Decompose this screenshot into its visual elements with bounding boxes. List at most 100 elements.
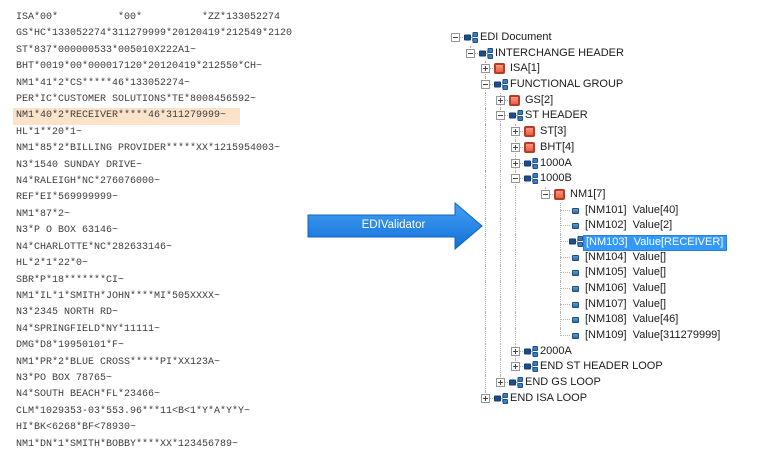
tree-node[interactable]: [NM107] Value[] xyxy=(450,296,760,313)
tree-node-label[interactable]: [NM109] Value[311279999] xyxy=(585,329,721,342)
tree-node-label[interactable]: [NM104] Value[] xyxy=(585,250,667,263)
tree-node[interactable]: 2000A xyxy=(450,343,760,360)
tree-node[interactable]: [NM102] Value[2] xyxy=(450,218,760,234)
edi-line: NM1*85*2*BILLING PROVIDER*****XX*1215954… xyxy=(16,143,281,155)
tree-node[interactable]: [NM103] Value[RECEIVER] xyxy=(450,233,760,251)
segment-icon xyxy=(524,126,535,138)
expand-icon[interactable] xyxy=(511,127,520,137)
loop-icon xyxy=(524,173,538,185)
expand-icon[interactable] xyxy=(496,95,505,105)
tree-node-label[interactable]: EDI Document xyxy=(480,31,552,43)
tree-node-label[interactable]: 1000B xyxy=(540,172,572,185)
tree-guide-line xyxy=(560,335,570,337)
collapse-icon[interactable] xyxy=(466,48,475,58)
collapse-icon[interactable] xyxy=(451,33,460,42)
tree-guide-line xyxy=(500,139,501,156)
edi-line: N3*2345 NORTH RD~ xyxy=(16,307,119,319)
expand-icon[interactable] xyxy=(496,378,505,388)
tree-node-label[interactable]: 2000A xyxy=(540,344,572,357)
element-icon xyxy=(572,223,579,230)
tree-guide-line xyxy=(560,319,570,321)
tree-guide-line xyxy=(515,281,516,297)
tree-node-label[interactable]: END GS LOOP xyxy=(525,376,601,389)
tree-node[interactable]: [NM104] Value[] xyxy=(450,249,760,266)
tree-guide-line xyxy=(485,171,486,187)
tree-guide-line xyxy=(470,52,480,54)
tree-guide-line xyxy=(515,249,516,266)
tree-guide-line xyxy=(500,218,501,234)
tree-guide-line xyxy=(560,256,570,258)
tree-guide-line xyxy=(500,171,501,187)
tree-node[interactable]: EDI Document xyxy=(450,30,760,46)
expand-icon[interactable] xyxy=(511,362,520,372)
tree-node[interactable]: END ISA LOOP xyxy=(450,390,760,407)
edi-line-highlighted: NM1*40*2*RECEIVER*****46*311279999~ xyxy=(13,108,241,125)
tree-guide-line xyxy=(485,328,486,344)
collapse-icon[interactable] xyxy=(496,111,505,121)
tree-node-label[interactable]: ST[3] xyxy=(540,125,567,138)
tree-guide-line xyxy=(485,108,486,125)
tree-node[interactable]: BHT[4] xyxy=(450,139,760,156)
tree-guide-line xyxy=(485,139,486,156)
tree-node-label[interactable]: END ST HEADER LOOP xyxy=(540,360,663,373)
tree-node[interactable]: [NM109] Value[311279999] xyxy=(450,328,760,344)
tree-node-label[interactable]: INTERCHANGE HEADER xyxy=(495,46,624,59)
tree-node-label[interactable]: BHT[4] xyxy=(540,140,575,153)
edi-line: N4*SOUTH BEACH*FL*23466~ xyxy=(16,389,161,401)
tree-guide-line xyxy=(485,265,486,281)
tree-node-label-selected[interactable]: [NM103] Value[RECEIVER] xyxy=(583,234,728,251)
tree-node-label[interactable]: ISA[1] xyxy=(510,62,540,75)
tree-node[interactable]: INTERCHANGE HEADER xyxy=(450,45,760,62)
tree-guide-line xyxy=(500,296,501,313)
edi-line: HI*BK<6268*BF<78930~ xyxy=(16,422,137,434)
tree-node[interactable]: 1000B xyxy=(450,171,760,187)
tree-node-label[interactable]: END ISA LOOP xyxy=(510,391,588,404)
collapse-icon[interactable] xyxy=(511,174,520,184)
tree-node-label[interactable]: [NM105] Value[] xyxy=(585,266,667,279)
element-icon xyxy=(572,317,579,324)
expand-icon[interactable] xyxy=(511,346,520,356)
tree-node[interactable]: [NM101] Value[40] xyxy=(450,202,760,219)
loop-icon xyxy=(509,110,523,122)
tree-node-label[interactable]: 1000A xyxy=(540,156,572,169)
tree-node-label[interactable]: [NM102] Value[2] xyxy=(585,219,673,232)
edi-line: ISA*00* *00* *ZZ*133052274 xyxy=(16,12,281,23)
element-icon xyxy=(572,286,579,292)
tree-node-label[interactable]: FUNCTIONAL GROUP xyxy=(510,78,624,91)
tree-node-label[interactable]: [NM107] Value[] xyxy=(585,297,667,310)
tree-node[interactable]: FUNCTIONAL GROUP xyxy=(450,77,760,93)
tree-node[interactable]: END ST HEADER LOOP xyxy=(450,359,760,376)
edivalidator-arrow xyxy=(303,201,487,252)
tree-node[interactable]: ISA[1] xyxy=(450,61,760,78)
expand-icon[interactable] xyxy=(511,142,520,152)
edi-line: HL*1**20*1~ xyxy=(16,126,83,138)
tree-node[interactable]: ST HEADER xyxy=(450,108,760,125)
tree-node[interactable]: GS[2] xyxy=(450,92,760,109)
segment-icon xyxy=(509,94,520,106)
tree-node-label[interactable]: GS[2] xyxy=(525,93,554,106)
tree-guide-line xyxy=(500,155,501,172)
tree-node[interactable]: [NM108] Value[46] xyxy=(450,312,760,329)
tree-node-label[interactable]: ST HEADER xyxy=(525,109,588,122)
tree-node[interactable]: [NM105] Value[] xyxy=(450,265,760,281)
tree-guide-line xyxy=(515,178,525,180)
expand-icon[interactable] xyxy=(481,64,490,74)
tree-node[interactable]: NM1[7] xyxy=(450,186,760,203)
collapse-icon[interactable] xyxy=(481,80,490,90)
tree-node-label[interactable]: [NM101] Value[40] xyxy=(585,203,679,216)
tree-guide-line xyxy=(485,68,495,70)
tree-node-label[interactable]: NM1[7] xyxy=(570,187,606,200)
edi-line: DMG*D8*19950101*F~ xyxy=(16,340,125,352)
expand-icon[interactable] xyxy=(511,158,520,168)
expand-icon[interactable] xyxy=(481,393,490,403)
tree-node-label[interactable]: [NM108] Value[46] xyxy=(585,313,679,326)
tree-node[interactable]: 1000A xyxy=(450,155,760,172)
tree-node[interactable]: END GS LOOP xyxy=(450,375,760,391)
collapse-icon[interactable] xyxy=(541,189,550,199)
tree-node-label[interactable]: [NM106] Value[] xyxy=(585,282,667,294)
tree-node[interactable]: ST[3] xyxy=(450,124,760,140)
edi-line: N4*RALEIGH*NC*276076000~ xyxy=(16,176,161,188)
tree-node[interactable]: [NM106] Value[] xyxy=(450,281,760,297)
tree-guide-line xyxy=(500,265,501,281)
